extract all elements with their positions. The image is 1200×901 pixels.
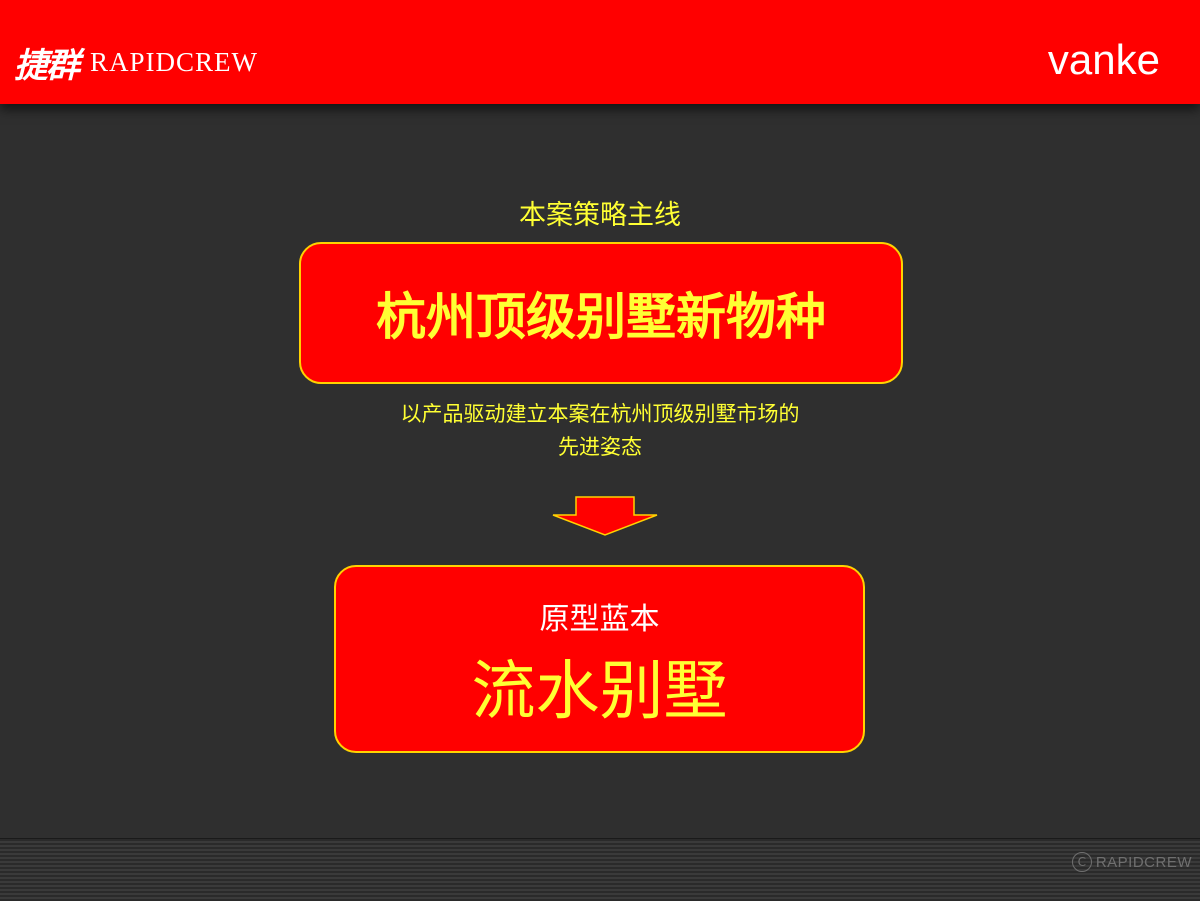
copyright-icon: C [1071, 852, 1092, 872]
vanke-logo: vanke [1047, 36, 1160, 83]
rapidcrew-logo: 捷群 RAPIDCREW [14, 40, 259, 86]
strategy-box: 杭州顶级别墅新物种 [299, 242, 903, 384]
prototype-label: 原型蓝本 [539, 602, 660, 637]
logo-english-text: RAPIDCREW [90, 46, 259, 77]
strategy-label: 本案策略主线 [519, 200, 681, 231]
prototype-box: 原型蓝本 流水别墅 [334, 565, 865, 753]
footer-bar [0, 838, 1200, 901]
prototype-title: 流水别墅 [471, 655, 728, 729]
header-bar: 捷群 RAPIDCREW vanke [0, 0, 1200, 104]
description-line-2: 先进姿态 [558, 435, 642, 459]
copyright-text: RAPIDCREW [1095, 853, 1192, 871]
description-line-1: 以产品驱动建立本案在杭州顶级别墅市场的 [400, 402, 800, 426]
copyright-mark: C RAPIDCREW [1071, 849, 1192, 875]
down-arrow-icon [552, 496, 658, 536]
logo-chinese-text: 捷群 [14, 45, 80, 86]
strategy-description: 以产品驱动建立本案在杭州顶级别墅市场的 先进姿态 [0, 398, 1200, 464]
strategy-headline: 杭州顶级别墅新物种 [376, 288, 826, 346]
